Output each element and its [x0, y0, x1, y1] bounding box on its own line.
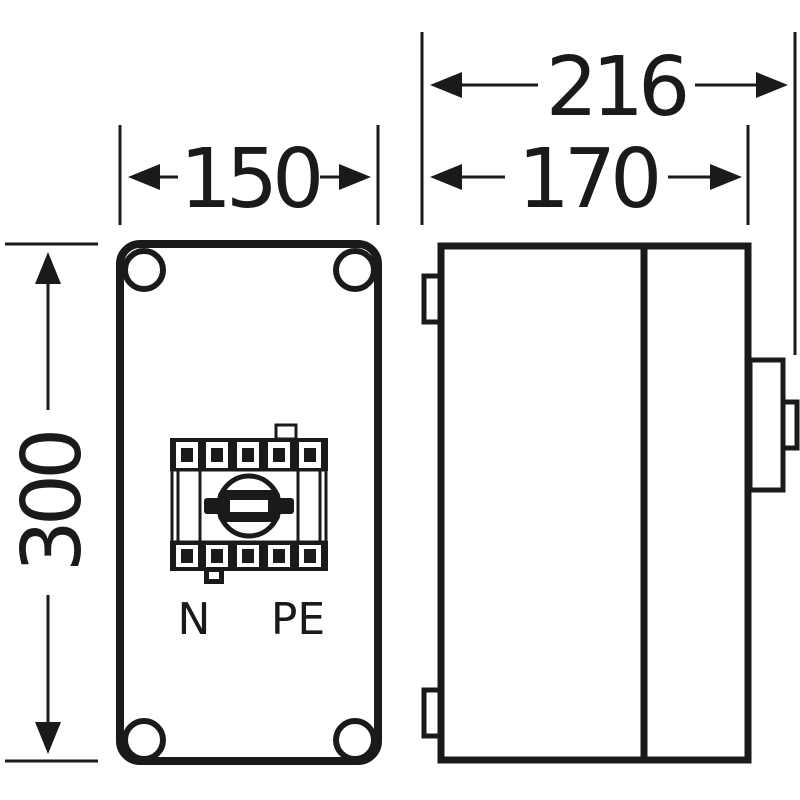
terminal-screw-icon: [304, 448, 316, 462]
enclosure-side-outline: [437, 242, 752, 764]
arrowhead-top: [35, 252, 61, 284]
dimension-value-300: 300: [5, 433, 100, 572]
terminal-screw-icon: [304, 549, 316, 563]
dimension-body-depth: 170: [430, 125, 750, 227]
dimension-value-150: 150: [180, 132, 319, 227]
dimension-height: 300: [5, 242, 100, 763]
terminal-screw-icon: [242, 448, 254, 462]
label-neutral: N: [178, 594, 211, 645]
enclosure-outline: [116, 240, 382, 765]
handle-protrusion: [747, 357, 786, 493]
top-tab: [274, 423, 298, 441]
screw-hole-icon: [122, 718, 166, 762]
label-protective-earth: PE: [271, 594, 325, 645]
screw-hole-icon: [333, 718, 377, 762]
arrowhead-left: [430, 164, 462, 190]
terminal-screw-icon: [273, 448, 285, 462]
side-view: [421, 242, 800, 764]
screw-hole-icon: [333, 248, 377, 292]
arrowhead-right: [710, 164, 742, 190]
arrowhead-bottom: [35, 722, 61, 754]
arrowhead-right: [339, 164, 371, 190]
handle-knob: [780, 399, 800, 451]
dimension-value-216: 216: [546, 40, 685, 135]
dimension-overall-depth: 216: [420, 32, 797, 355]
arrowhead-right: [756, 72, 788, 98]
terminal-screw-icon: [211, 549, 223, 563]
dimension-value-170: 170: [518, 132, 657, 227]
screw-hole-icon: [122, 248, 166, 292]
terminal-screw-icon: [181, 549, 193, 563]
arrowhead-left: [128, 164, 160, 190]
terminal-screw-icon: [211, 448, 223, 462]
terminal-screw-icon: [181, 448, 193, 462]
switch-disconnector-icon: [170, 423, 328, 584]
dimension-width: 150: [118, 125, 380, 227]
terminal-screw-icon: [273, 549, 285, 563]
terminal-screw-icon: [242, 549, 254, 563]
arrowhead-left: [430, 72, 462, 98]
front-view: N PE: [116, 240, 382, 765]
